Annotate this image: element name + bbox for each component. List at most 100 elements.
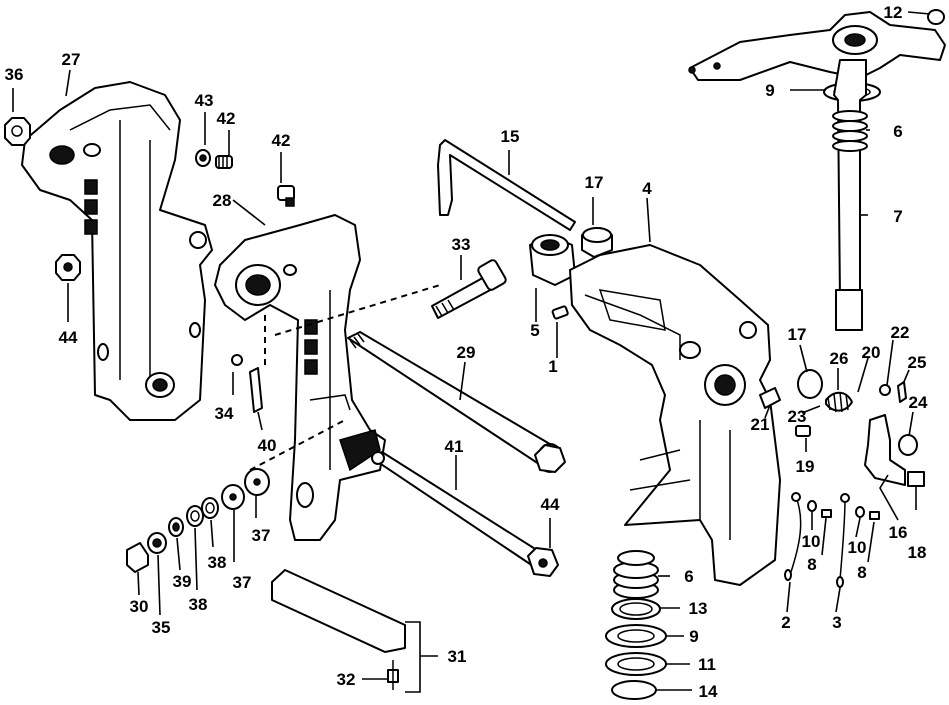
- screw-8-right: [869, 511, 880, 520]
- callout-31: 31: [448, 647, 467, 666]
- tilt-pin-15: [437, 139, 576, 231]
- swivel-bracket-4: [569, 244, 781, 586]
- screw-42-a: [215, 155, 233, 169]
- callout-4: 4: [642, 179, 652, 198]
- bushing-5: [529, 234, 576, 286]
- ring-13: [611, 598, 661, 620]
- nut-36: [4, 117, 31, 146]
- nut-35: [147, 532, 167, 554]
- steering-arm: [688, 11, 946, 81]
- callout-29: 29: [457, 343, 476, 362]
- ground-strap-2: [784, 492, 802, 581]
- screw-34: [231, 354, 243, 366]
- spring-26: [825, 391, 853, 413]
- callout-30: 30: [130, 597, 149, 616]
- washer-38-a: [201, 497, 219, 519]
- screw-1: [551, 305, 569, 320]
- callout-7: 7: [893, 207, 902, 226]
- washer-10-right: [855, 506, 865, 518]
- bolt-33: [431, 259, 507, 319]
- callout-14: 14: [699, 682, 718, 701]
- washer-22: [879, 384, 891, 396]
- callout-36: 36: [5, 65, 24, 84]
- callout-22: 22: [891, 323, 910, 342]
- washer-39: [168, 517, 184, 537]
- screw-32: [387, 660, 399, 690]
- callout-38-b: 38: [189, 595, 208, 614]
- washer-10-left: [807, 500, 817, 512]
- callout-35: 35: [152, 618, 171, 637]
- screw-19: [795, 425, 811, 437]
- washer-37-b: [221, 484, 245, 510]
- callout-15: 15: [501, 127, 520, 146]
- tilt-tube-29: [347, 331, 566, 473]
- bushing-17-top: [581, 227, 613, 258]
- callout-44-right: 44: [541, 495, 560, 514]
- lock-lever-16: [864, 414, 906, 486]
- callout-44-left: 44: [59, 328, 78, 347]
- callout-9-bottom: 9: [689, 627, 698, 646]
- callout-2: 2: [781, 613, 790, 632]
- callout-17-top: 17: [585, 173, 604, 192]
- callout-5: 5: [530, 321, 539, 340]
- bushing-17-right: [797, 369, 823, 399]
- nut-44-left: [55, 254, 81, 281]
- alignment-line-lower: [249, 419, 346, 471]
- snap-ring-14: [611, 680, 657, 700]
- pin-40: [249, 367, 263, 413]
- plate-31: [271, 569, 406, 653]
- clamp-bracket-27: [21, 81, 213, 421]
- cap-30: [126, 542, 149, 573]
- callout-40: 40: [258, 436, 277, 455]
- alignment-line-upper: [274, 284, 441, 336]
- callout-41: 41: [445, 437, 464, 456]
- callout-37-a: 37: [252, 526, 271, 545]
- callout-3: 3: [832, 613, 841, 632]
- pin-25: [897, 381, 907, 403]
- clamp-bracket-28: [214, 214, 386, 541]
- pad-18: [907, 471, 925, 487]
- ground-strap-3: [836, 493, 850, 588]
- callout-27: 27: [62, 50, 81, 69]
- callout-33: 33: [452, 235, 471, 254]
- callout-9-top: 9: [765, 81, 774, 100]
- callout-38-a: 38: [208, 553, 227, 572]
- callout-26: 26: [830, 349, 849, 368]
- callout-19: 19: [796, 457, 815, 476]
- leader-lines: [12, 11, 931, 693]
- screw-8-left: [821, 509, 832, 518]
- callout-labels: 1 2 3 4 5 6 6 7 8 8 9 9 10 10 11 12 13 1…: [5, 3, 928, 701]
- callout-11: 11: [698, 655, 716, 674]
- callout-21: 21: [751, 415, 770, 434]
- washer-38-b: [186, 505, 204, 527]
- callout-43: 43: [195, 91, 214, 110]
- callout-10-left: 10: [802, 532, 821, 551]
- bolt-12: [927, 9, 945, 25]
- callout-8-right: 8: [857, 563, 866, 582]
- callout-8-left: 8: [807, 555, 816, 574]
- callout-39: 39: [173, 572, 192, 591]
- callout-13: 13: [689, 599, 708, 618]
- callout-6-bottom: 6: [684, 567, 693, 586]
- seal-6-top: [832, 110, 868, 152]
- callout-23: 23: [788, 407, 807, 426]
- callout-32: 32: [337, 670, 356, 689]
- callout-1: 1: [548, 357, 557, 376]
- callout-28: 28: [213, 191, 232, 210]
- callout-42-b: 42: [272, 131, 291, 150]
- callout-10-right: 10: [848, 538, 867, 557]
- callout-16: 16: [889, 523, 908, 542]
- washer-11: [605, 652, 667, 676]
- seal-6-bottom: [613, 550, 659, 599]
- callout-6-top: 6: [893, 122, 902, 141]
- washer-43: [195, 149, 211, 167]
- callout-12: 12: [884, 3, 903, 22]
- callout-34: 34: [215, 404, 234, 423]
- callout-25: 25: [908, 353, 927, 372]
- screw-42-b: [277, 185, 295, 207]
- link-21: [759, 387, 781, 409]
- callout-42-a: 42: [217, 109, 236, 128]
- tilt-tube-41: [371, 451, 559, 577]
- washer-9-bottom: [605, 624, 667, 648]
